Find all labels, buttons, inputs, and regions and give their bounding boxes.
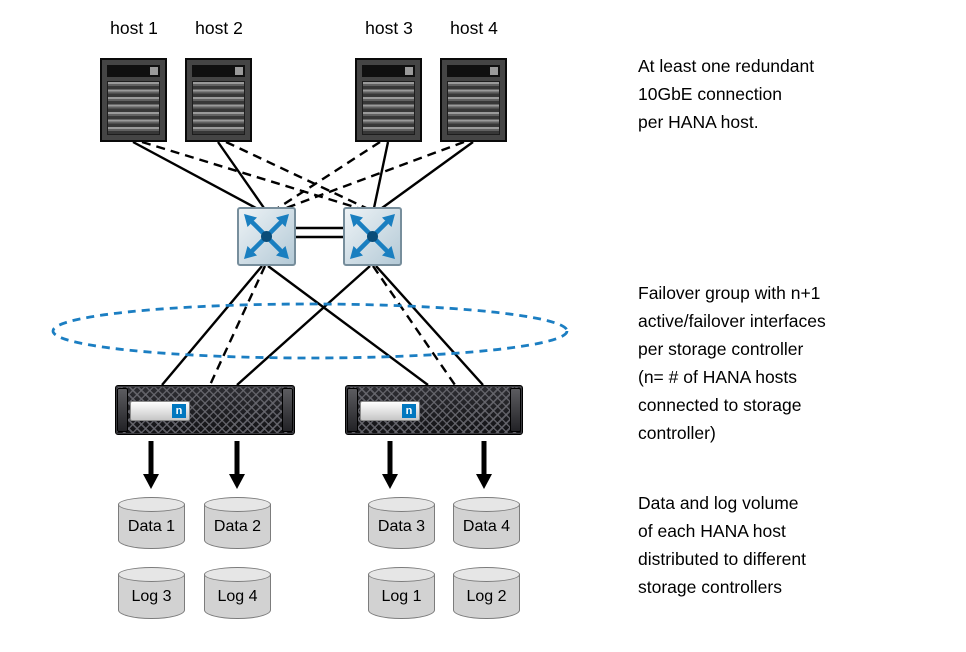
netapp-logo-icon: n (172, 404, 186, 418)
host-2-label: host 2 (195, 18, 243, 38)
data-volume-4: Data 4 (453, 497, 520, 549)
down-arrow-3 (382, 441, 398, 489)
host-4-label: host 4 (450, 18, 498, 38)
annotation-volume-distribution: Data and log volume of each HANA host di… (638, 493, 806, 597)
cylinder-top (204, 497, 271, 512)
cylinder-top (368, 567, 435, 582)
data-volume-2: Data 2 (204, 497, 271, 549)
storage-controller-1: n (115, 385, 295, 435)
cylinder-top (204, 567, 271, 582)
host-uplink-dashed-lines (141, 140, 465, 210)
host-3-label: host 3 (365, 18, 413, 38)
controller-faceplate: n (130, 401, 190, 421)
log-volume-4: Log 4 (204, 567, 271, 619)
cylinder-top (453, 567, 520, 582)
netapp-logo-icon: n (402, 404, 416, 418)
volume-label: Log 2 (466, 588, 507, 605)
cylinder-top (118, 567, 185, 582)
switch-2-icon (344, 208, 401, 265)
server-vent-slats (447, 81, 500, 135)
data-volume-1: Data 1 (118, 497, 185, 549)
annotation-redundant-connection: At least one redundant 10GbE connection … (638, 56, 815, 132)
host-uplink-solid-lines (132, 140, 474, 210)
controller-faceplate: n (360, 401, 420, 421)
server-vent-slats (192, 81, 245, 135)
volume-label: Log 3 (131, 588, 172, 605)
failover-group-ellipse (51, 302, 569, 360)
host-1-label: host 1 (110, 18, 158, 38)
log-volume-2: Log 2 (453, 567, 520, 619)
server-top-panel (362, 65, 415, 77)
cylinder-top (453, 497, 520, 512)
server-icon-host-3 (355, 58, 422, 142)
switch-storage-dashed-lines (208, 265, 456, 386)
log-volume-3: Log 3 (118, 567, 185, 619)
down-arrow-1 (143, 441, 159, 489)
server-top-panel (192, 65, 245, 77)
switch-storage-solid-lines (161, 265, 484, 386)
volume-label: Data 2 (213, 518, 262, 535)
server-icon-host-1 (100, 58, 167, 142)
cylinder-top (118, 497, 185, 512)
data-volume-3: Data 3 (368, 497, 435, 549)
volume-label: Data 3 (377, 518, 426, 535)
down-arrow-4 (476, 441, 492, 489)
server-icon-host-4 (440, 58, 507, 142)
storage-controller-2: n (345, 385, 523, 435)
server-vent-slats (362, 81, 415, 135)
server-vent-slats (107, 81, 160, 135)
switch-1-icon (238, 208, 295, 265)
server-top-panel (107, 65, 160, 77)
volume-label: Data 4 (462, 518, 511, 535)
switch-trunk-lines (296, 226, 343, 239)
annotation-failover-group: Failover group with n+1 active/failover … (638, 283, 826, 443)
volume-label: Data 1 (127, 518, 176, 535)
log-volume-1: Log 1 (368, 567, 435, 619)
volume-label: Log 4 (217, 588, 258, 605)
server-top-panel (447, 65, 500, 77)
server-icon-host-2 (185, 58, 252, 142)
volume-label: Log 1 (381, 588, 422, 605)
cylinder-top (368, 497, 435, 512)
down-arrow-2 (229, 441, 245, 489)
